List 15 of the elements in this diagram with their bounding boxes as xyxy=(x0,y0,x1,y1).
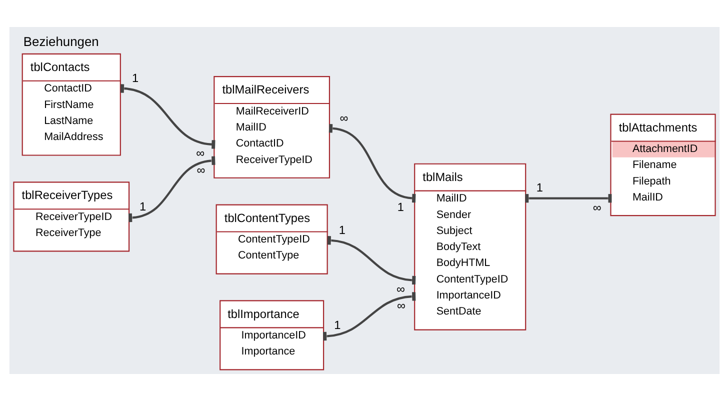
label: 1 xyxy=(132,70,138,85)
label: 1 xyxy=(334,318,340,332)
label: 1 xyxy=(139,199,146,214)
label: ∞ xyxy=(196,146,204,160)
label: 1 xyxy=(338,222,346,237)
diagram-title: Beziehungen xyxy=(22,34,98,49)
label: ∞ xyxy=(196,163,205,177)
label: 1 xyxy=(396,200,404,214)
connector xyxy=(328,124,416,203)
label: ∞ xyxy=(592,200,601,214)
label: ∞ xyxy=(396,282,405,296)
connector xyxy=(524,194,612,203)
label: ∞ xyxy=(396,298,405,313)
label: 1 xyxy=(536,180,543,194)
label: ∞ xyxy=(339,110,348,125)
